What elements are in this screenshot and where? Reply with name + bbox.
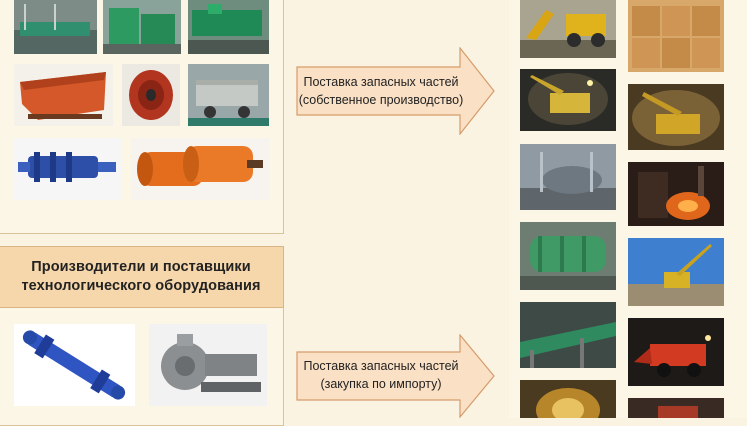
factory-photo-1 [14,0,97,54]
underground-drill-photo [520,69,616,131]
dragline-photo [628,238,724,306]
mill-hall-photo [520,144,616,210]
bottom-photo [628,398,724,418]
arrow-own-production: Поставка запасных частей (собственное пр… [296,47,496,135]
slurry-pump-photo [149,324,267,406]
pump-blue-photo [14,138,122,200]
arrow-import: Поставка запасных частей (закупка по имп… [296,334,496,418]
arrow-import-line1: Поставка запасных частей [303,359,459,373]
factory-photo-3 [188,0,269,54]
smelting-photo [628,162,724,226]
factory-photo-2 [103,0,181,54]
tunnel-photo [520,380,616,418]
arrow-own-production-line2: (собственное производство) [298,93,464,107]
hydraulic-cylinder-photo [14,324,135,406]
producers-header: Производители и поставщики технологическ… [0,246,284,308]
boxes-photo [628,0,724,72]
bucket-photo [14,64,113,126]
rollers-photo [131,138,269,200]
producers-title-line2: технологического оборудования [21,278,261,294]
drill-rig-photo [628,84,724,150]
excavator-truck-photo [520,0,616,58]
loader-photo [628,318,724,386]
conveyor-photo [520,302,616,368]
wheel-photo [122,64,180,126]
producers-title-line1: Производители и поставщики [31,259,251,275]
arrow-own-production-line1: Поставка запасных частей [303,75,459,89]
green-mill-photo [520,222,616,290]
mine-car-photo [188,64,269,126]
arrow-import-line2: (закупка по импорту) [320,377,442,391]
